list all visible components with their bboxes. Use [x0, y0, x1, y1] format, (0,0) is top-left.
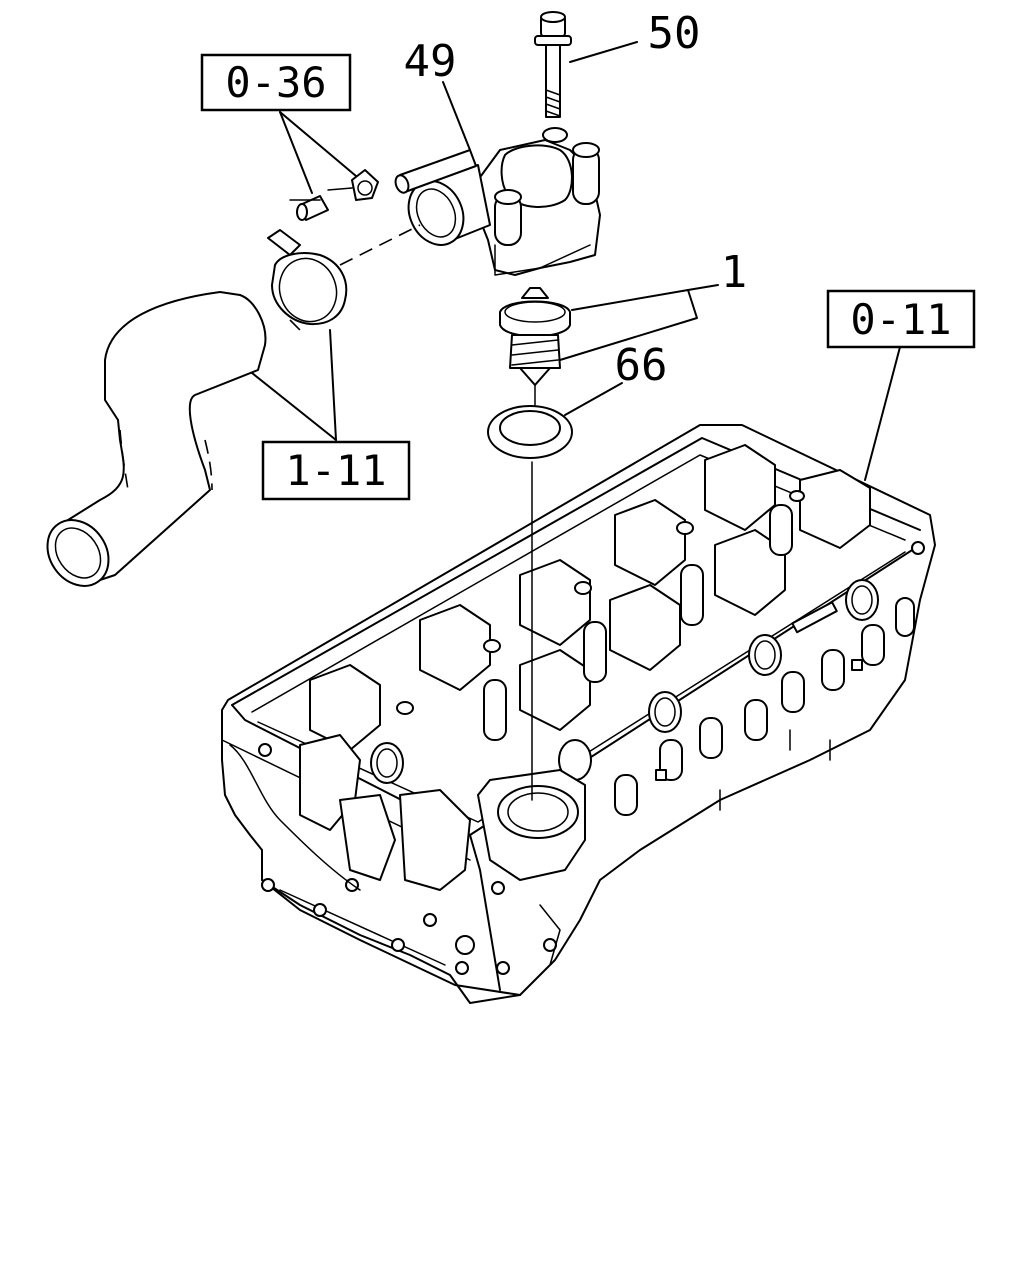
part-number-50: 50	[648, 8, 701, 59]
injector-bores	[396, 490, 805, 741]
label-0-11: 0-11	[850, 295, 951, 344]
callout-1-11: 1-11	[261, 440, 411, 501]
callout-box-0-36	[200, 53, 352, 112]
part-number-66: 66	[615, 340, 668, 391]
assembly-lines	[289, 187, 536, 801]
label-0-36: 0-36	[225, 58, 326, 107]
callout-box-1-11	[261, 440, 411, 501]
hose-clamp	[267, 229, 348, 331]
leader-lines	[251, 41, 901, 481]
part-number-49: 49	[404, 36, 457, 87]
callout-0-36: 0-36	[200, 53, 352, 112]
part-number-1: 1	[721, 247, 748, 298]
manifold-ports	[370, 579, 915, 816]
callout-box-0-11	[826, 289, 976, 349]
thermostat-housing	[394, 127, 601, 276]
callout-0-11: 0-11	[826, 289, 976, 349]
bolt-holes	[258, 541, 925, 975]
clip-parts	[296, 169, 379, 221]
thermostat-gasket	[487, 405, 573, 459]
cylinder-head	[221, 424, 936, 1004]
thermostat	[499, 287, 571, 386]
label-1-11: 1-11	[285, 446, 386, 495]
thermostat-seat	[477, 769, 586, 881]
radiator-hose	[46, 291, 267, 587]
camshaft-bearings	[309, 444, 871, 751]
housing-bolt	[534, 11, 572, 118]
